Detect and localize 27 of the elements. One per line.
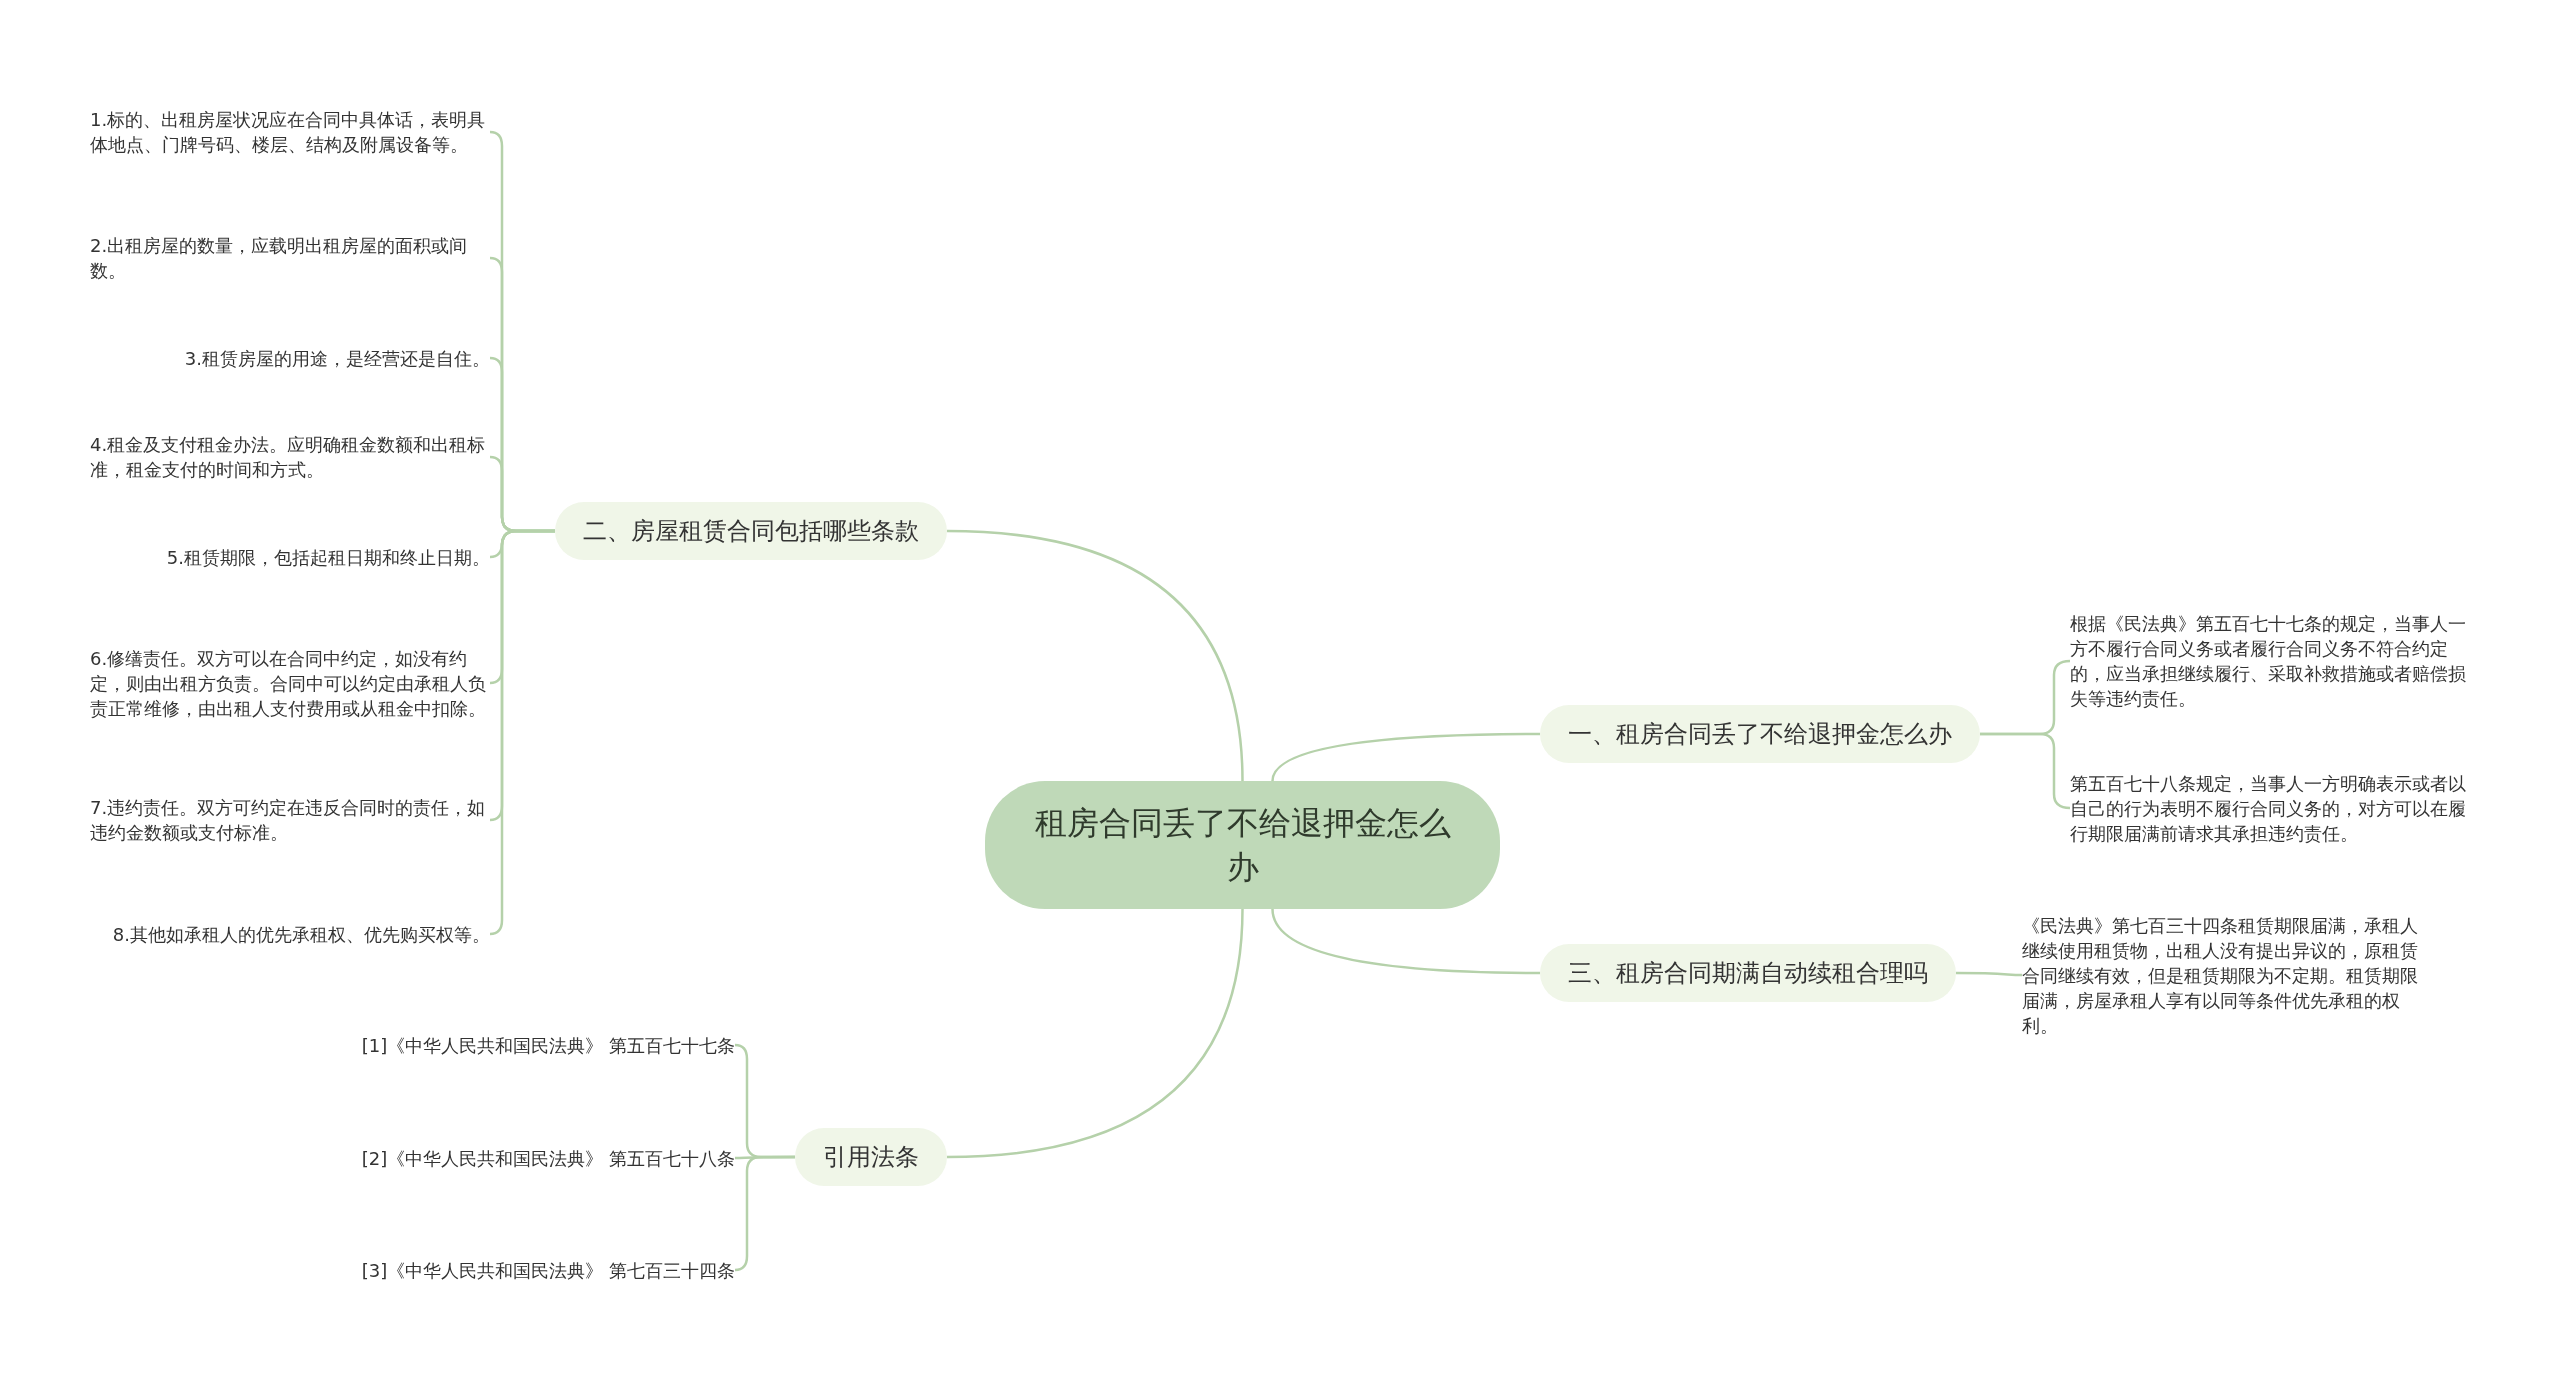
topic-pill: 一、租房合同丢了不给退押金怎么办	[1540, 705, 1980, 763]
connector-line	[734, 1155, 795, 1272]
topic-pill: 二、房屋租赁合同包括哪些条款	[555, 502, 947, 560]
note-text: [1]《中华人民共和国民法典》 第五百七十七条	[361, 1032, 735, 1058]
note-text: 根据《民法典》第五百七十七条的规定，当事人一方不履行合同义务或者履行合同义务不符合约定的，应当承担继续履行、采取补救措施或者赔偿损失等违约责任。	[2070, 611, 2470, 711]
topic-pill: 引用法条	[795, 1128, 947, 1186]
note-text: 6.修缮责任。双方可以在合同中约定，如没有约定，则由出租方负责。合同中可以约定由承租人负责正常维修，由出租人支付费用或从租金中扣除。	[90, 645, 490, 721]
note-text: 3.租赁房屋的用途，是经营还是自住。	[184, 345, 490, 371]
note-text: 7.违约责任。双方可约定在违反合同时的责任，如违约金数额或支付标准。	[90, 795, 490, 845]
central-topic: 租房合同丢了不给退押金怎么办	[985, 781, 1500, 909]
note-text: 5.租赁期限，包括起租日期和终止日期。	[166, 544, 490, 570]
note-text: 8.其他如承租人的优先承租权、优先购买权等。	[112, 921, 490, 947]
connector-line	[946, 908, 1244, 1159]
connector-line	[1980, 732, 2071, 810]
connector-line	[946, 529, 1244, 782]
note-text: 第五百七十八条规定，当事人一方明确表示或者以自己的行为表明不履行合同义务的，对方可以在履行期限届满前请求其承担违约责任。	[2070, 770, 2470, 846]
note-text: 《民法典》第七百三十四条租赁期限届满，承租人继续使用租赁物，出租人没有提出异议的，原租赁合同继续有效，但是租赁期限为不定期。租赁期限届满，房屋承租人享有以同等条件优先承租的权利。	[2022, 912, 2422, 1038]
topic-pill: 三、租房合同期满自动续租合理吗	[1540, 944, 1956, 1002]
note-text: 4.租金及支付租金办法。应明确租金数额和出租标准，租金支付的时间和方式。	[90, 432, 490, 482]
connector-line	[1956, 971, 2022, 977]
note-text: [2]《中华人民共和国民法典》 第五百七十八条	[361, 1145, 735, 1171]
note-text: 1.标的、出租房屋状况应在合同中具体话，表明具体地点、门牌号码、楼层、结构及附属设备等。	[90, 107, 490, 157]
note-text: 2.出租房屋的数量，应载明出租房屋的面积或间数。	[90, 233, 490, 283]
note-text: [3]《中华人民共和国民法典》 第七百三十四条	[361, 1257, 735, 1283]
connector-line	[1271, 908, 1540, 975]
connector-line	[1271, 732, 1540, 782]
connector-line	[489, 529, 555, 936]
